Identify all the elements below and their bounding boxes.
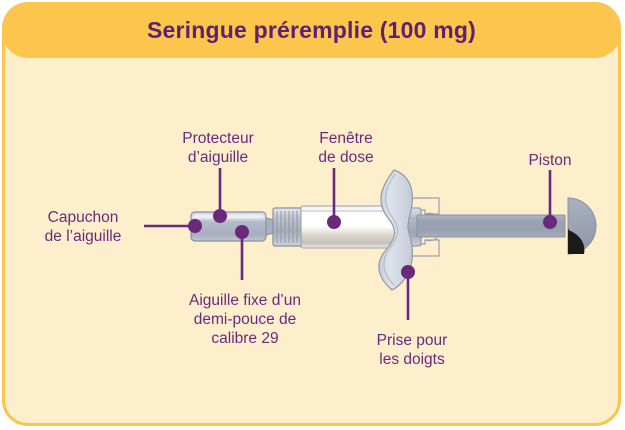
finger-grip-wing [378,169,414,291]
needle-cap-part [190,211,275,242]
leader-dot-piston [543,215,557,229]
leader-dot-capuchon [188,219,202,233]
page-title: Seringue préremplie (100 mg) [147,16,476,43]
leader-lines-group [144,168,557,320]
finger-grip [378,169,414,291]
syringe-collar [272,207,303,247]
label-fixed-needle: Aiguille fixe d’un demi-pouce de calibre… [188,292,301,347]
finger-grip-crease [383,173,399,286]
leader-dot-aiguille [235,225,249,239]
label-finger-grip: Prise pour les doigts [376,332,448,368]
label-needle-cap: Capuchon de l’aiguille [44,209,122,245]
collar-ribs [276,211,298,243]
label-dose-window: Fenêtre de dose [318,130,374,166]
plunger-rod [416,214,566,238]
leader-dot-fenetre [327,215,341,229]
syringe-diagram [5,5,618,423]
plunger-thumb-pad [567,197,597,255]
leader-dot-protecteur [213,209,227,223]
thumb-pad-shadow-curve [568,230,585,254]
syringe-info-card: Seringue préremplie (100 mg) [2,2,621,426]
leader-dot-prise [401,265,415,279]
plunger-rod-bar [416,214,566,238]
syringe-illustration [144,168,597,320]
label-needle-shield: Protecteur d’aiguille [182,130,254,166]
needle-cap-highlight [194,214,263,219]
label-plunger: Piston [528,152,572,169]
card-header: Seringue préremplie (100 mg) [5,5,618,58]
